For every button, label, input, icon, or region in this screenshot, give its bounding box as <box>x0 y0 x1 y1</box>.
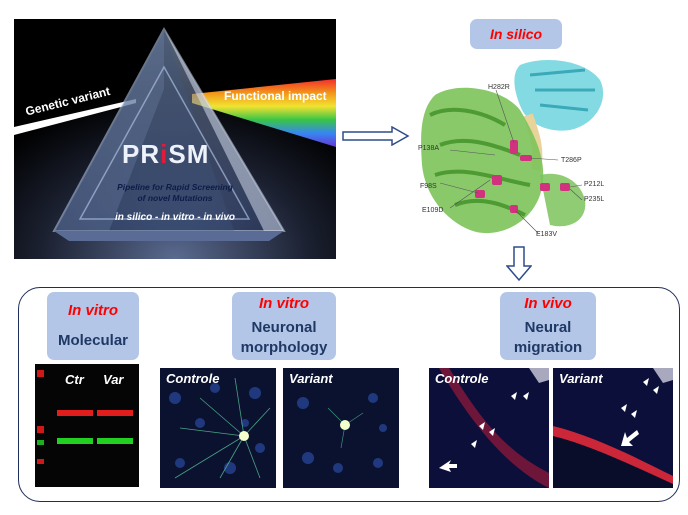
in-silico-label: In silico <box>489 26 543 42</box>
prism-logo-panel: Genetic variant Functional impact PRiSM … <box>14 19 336 259</box>
neuron-variant-label: Variant <box>289 371 333 386</box>
lane-label-ctr: Ctr <box>65 372 84 387</box>
prism-title-post: SM <box>168 139 210 169</box>
mutation-label: P235L <box>584 196 605 203</box>
migration-subtitle-line2: migration <box>513 339 583 356</box>
migration-title: In vivo <box>524 295 572 312</box>
migration-variant-image: Variant <box>553 368 673 488</box>
mutation-label: T286P <box>561 157 582 164</box>
mutation-label: F98S <box>420 183 437 190</box>
prism-subtitle-line1: Pipeline for Rapid Screening <box>117 182 233 192</box>
migration-subtitle-line1: Neural <box>524 319 572 336</box>
in-silico-badge: In silico <box>470 19 562 49</box>
molecular-subtitle: Molecular <box>57 332 129 349</box>
lane-label-var: Var <box>103 372 124 387</box>
neuronal-subtitle-line1: Neuronal <box>251 319 317 336</box>
prism-title-pre: PR <box>122 139 161 169</box>
mutation-label: P212L <box>584 181 605 188</box>
molecular-title: In vitro <box>67 302 118 319</box>
neuronal-badge: In vitro Neuronal morphology <box>232 292 336 360</box>
migration-badge: In vivo Neural migration <box>500 292 596 360</box>
neuron-control-image: Controle <box>160 368 276 488</box>
arrow-down-icon <box>506 246 532 282</box>
neuron-variant-image: Variant <box>283 368 399 488</box>
mutation-label: E183V <box>536 231 558 238</box>
prism-subtitle-line2: of novel Mutations <box>137 193 213 203</box>
functional-impact-label: Functional impact <box>224 89 327 103</box>
protein-structure <box>421 60 604 234</box>
prism-title: PRiSM <box>122 139 209 170</box>
neuronal-subtitle-line2: morphology <box>240 339 328 356</box>
arrow-right-icon <box>342 126 410 146</box>
neuron-control-label: Controle <box>166 371 220 386</box>
migration-variant-label: Variant <box>559 371 603 386</box>
prism-tagline: in silico - in vitro - in vivo <box>114 212 235 223</box>
migration-control-image: Controle <box>429 368 549 488</box>
migration-control-label: Controle <box>435 371 489 386</box>
molecular-badge: In vitro Molecular <box>47 292 139 360</box>
mutation-label: E109D <box>422 207 444 214</box>
mutation-label: P138A <box>418 145 440 152</box>
experiments-container <box>18 287 680 502</box>
mutation-label: H282R <box>488 84 510 91</box>
western-blot-image: Ctr Var <box>35 364 139 487</box>
neuronal-title: In vitro <box>258 295 309 312</box>
prism-title-i: i <box>160 139 169 169</box>
